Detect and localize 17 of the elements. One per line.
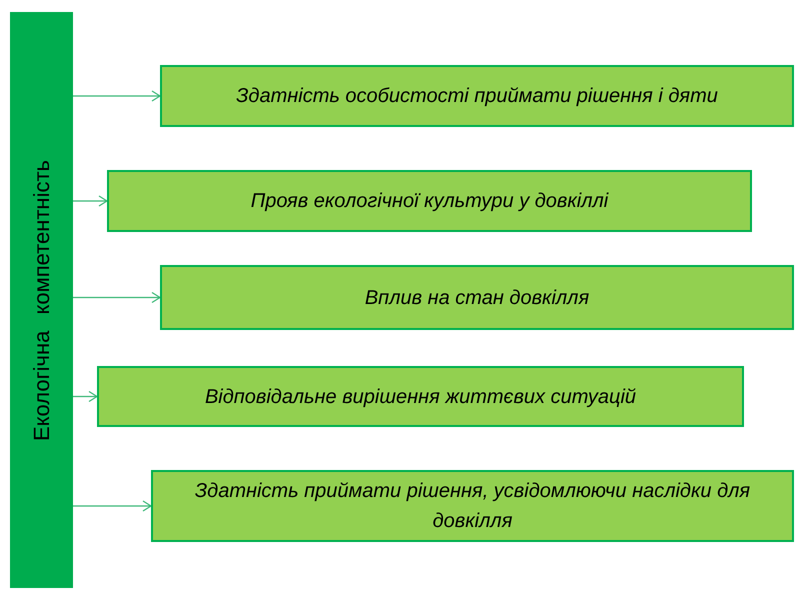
arrow xyxy=(73,292,161,304)
category-title: Екологічна компетентність xyxy=(28,160,55,440)
category-bar xyxy=(10,12,73,588)
process-box xyxy=(97,366,744,427)
arrow xyxy=(73,390,98,402)
process-box xyxy=(160,65,794,127)
arrow xyxy=(73,90,161,102)
arrow xyxy=(73,195,108,207)
box-text: Здатність особистості приймати рішення і дяти xyxy=(236,84,718,109)
box-text: Здатність приймати рішення, усвідомлюючи наслідки для довкілля xyxy=(194,479,752,534)
box-text: Відповідальне вирішення життєвих ситуацій xyxy=(204,384,636,410)
process-box xyxy=(151,470,794,542)
process-box xyxy=(107,170,752,232)
arrow xyxy=(73,500,152,512)
process-box xyxy=(160,265,794,330)
box-text: Прояв екологічної культури у довкіллі xyxy=(250,189,608,214)
box-text: Вплив на стан довкілля xyxy=(364,286,590,310)
